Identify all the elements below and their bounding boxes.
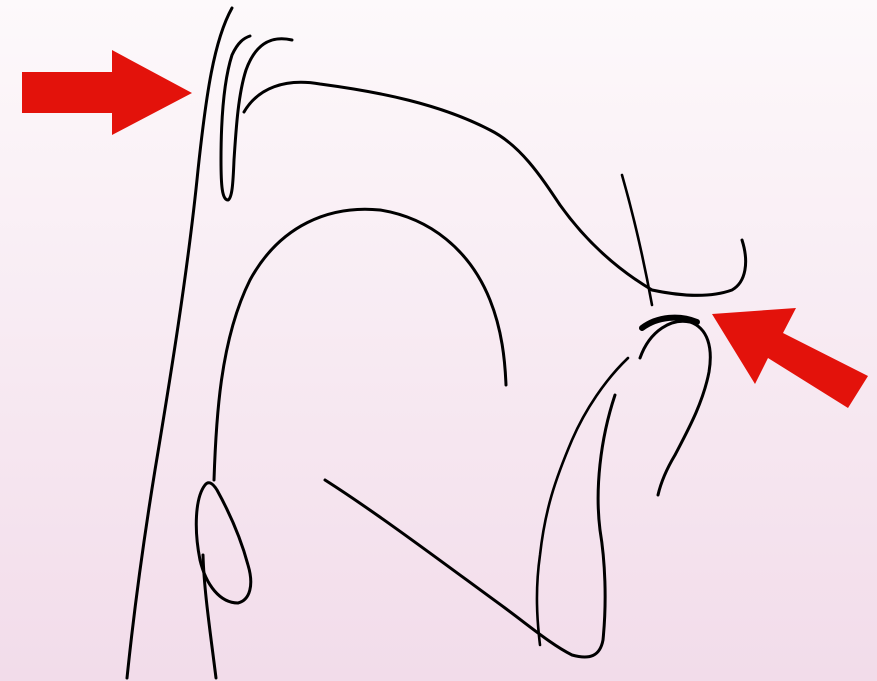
lips-contact-arrow — [712, 308, 868, 408]
upper-incisor-line — [622, 175, 652, 305]
floor-of-mouth-line — [325, 395, 615, 657]
lower-lip-line — [640, 321, 710, 495]
posterior-pharyngeal-wall-arrow — [22, 50, 192, 135]
upper-lip-line — [652, 240, 746, 295]
larynx-line — [203, 555, 216, 678]
palate-arc-line — [244, 82, 652, 290]
tongue-dorsum-line — [214, 209, 506, 480]
velum-hook-line — [221, 36, 292, 200]
